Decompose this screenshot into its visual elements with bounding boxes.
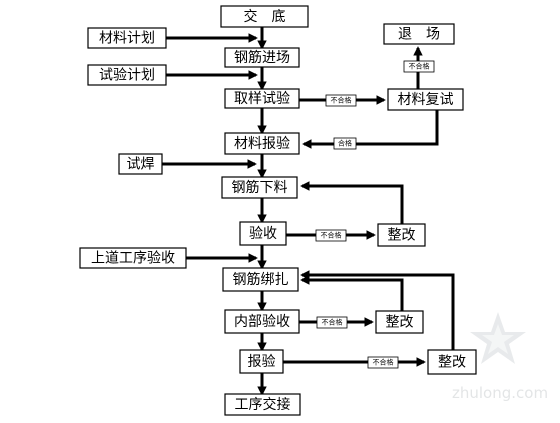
node-jiaodi: 交 底: [220, 5, 309, 28]
node-zhenggai-2-label: 整改: [386, 315, 414, 331]
node-zhenggai-3: 整改: [427, 349, 477, 375]
node-shihan-label: 试焊: [127, 157, 155, 173]
tag-fushi-baoyan: 合格: [338, 139, 352, 148]
edges: [162, 27, 455, 396]
tag-box-baoyan-zhenggai3: [367, 356, 399, 369]
node-gangjin-bangzha-label: 钢筋绑扎: [233, 271, 289, 288]
node-tuichang-label: 退 场: [398, 27, 440, 43]
node-baoyan-label: 报验: [248, 354, 276, 370]
node-shangdao-yanshou-label: 上道工序验收: [91, 251, 175, 267]
tag-box-fushi-baoyan: [333, 137, 357, 150]
tag-box-neibu-zhenggai2: [316, 316, 348, 329]
node-quyang-shiyan: 取样试验: [224, 88, 300, 109]
tag-box-quyang-fushi: [325, 94, 357, 107]
node-yanshou-label: 验收: [249, 226, 277, 242]
node-gangjin-jinchang: 钢筋进场: [224, 47, 300, 68]
edge-zhenggai2-bangzha: [300, 275, 404, 311]
tag-baoyan-zhenggai3: 不合格: [373, 358, 394, 367]
node-neibu-yanshou-label: 内部验收: [234, 314, 290, 330]
tag-box-fushi-tuichang: [403, 60, 435, 73]
watermark-star-icon: [470, 312, 526, 364]
tag-yanshou-zhenggai1: 不合格: [321, 231, 342, 240]
node-jiaodi-label: 交 底: [244, 8, 286, 25]
node-cailiao-baoyan-label: 材料报验: [234, 136, 290, 152]
nodes: 交 底 退 场 材料计划 钢筋进场 试验计划 取样试验 材料复试 材料报验: [79, 5, 477, 416]
node-zhenggai-1-label: 整改: [388, 228, 416, 244]
node-zhenggai-3-label: 整改: [438, 355, 466, 371]
node-zhenggai-2: 整改: [375, 310, 424, 334]
node-shihan: 试焊: [118, 153, 163, 175]
tag-neibu-zhenggai2: 不合格: [322, 318, 343, 327]
node-tuichang: 退 场: [383, 23, 455, 45]
node-gangjin-bangzha: 钢筋绑扎: [222, 267, 299, 292]
watermark-text: zhulong.com: [452, 384, 548, 402]
node-shiyan-jihua: 试验计划: [87, 64, 167, 86]
node-cailiao-baoyan: 材料报验: [224, 132, 300, 155]
node-gongxu-jiaojie-label: 工序交接: [235, 396, 291, 413]
node-gangjin-xialiao: 钢筋下料: [221, 176, 298, 199]
node-gangjin-xialiao-label: 钢筋下料: [232, 179, 288, 196]
node-cailiao-jihua: 材料计划: [87, 27, 167, 49]
node-zhenggai-1: 整改: [377, 223, 426, 247]
edge-zhenggai1-xialiao: [300, 181, 404, 224]
node-gangjin-jinchang-label: 钢筋进场: [234, 49, 290, 66]
node-gongxu-jiaojie: 工序交接: [224, 393, 301, 416]
tag-quyang-fushi: 不合格: [331, 96, 352, 105]
node-yanshou: 验收: [239, 221, 287, 246]
node-shangdao-yanshou: 上道工序验收: [79, 247, 187, 269]
node-cailiao-jihua-label: 材料计划: [99, 31, 155, 47]
node-baoyan: 报验: [239, 349, 284, 374]
edge-zhenggai3-bangzha: [300, 270, 455, 350]
node-neibu-yanshou: 内部验收: [224, 309, 300, 334]
watermark-logo: zhulong.com: [452, 312, 548, 402]
node-cailiao-fushi: 材料复试: [387, 88, 464, 111]
node-cailiao-fushi-label: 材料复试: [398, 91, 454, 108]
tag-fushi-tuichang: 不合格: [409, 62, 430, 71]
tag-box-yanshou-zhenggai1: [315, 229, 347, 242]
edge-labels: 不合格 不合格 合格 不合格 不合格 不合格: [315, 60, 435, 369]
node-shiyan-jihua-label: 试验计划: [99, 68, 155, 84]
node-quyang-shiyan-label: 取样试验: [234, 91, 290, 107]
